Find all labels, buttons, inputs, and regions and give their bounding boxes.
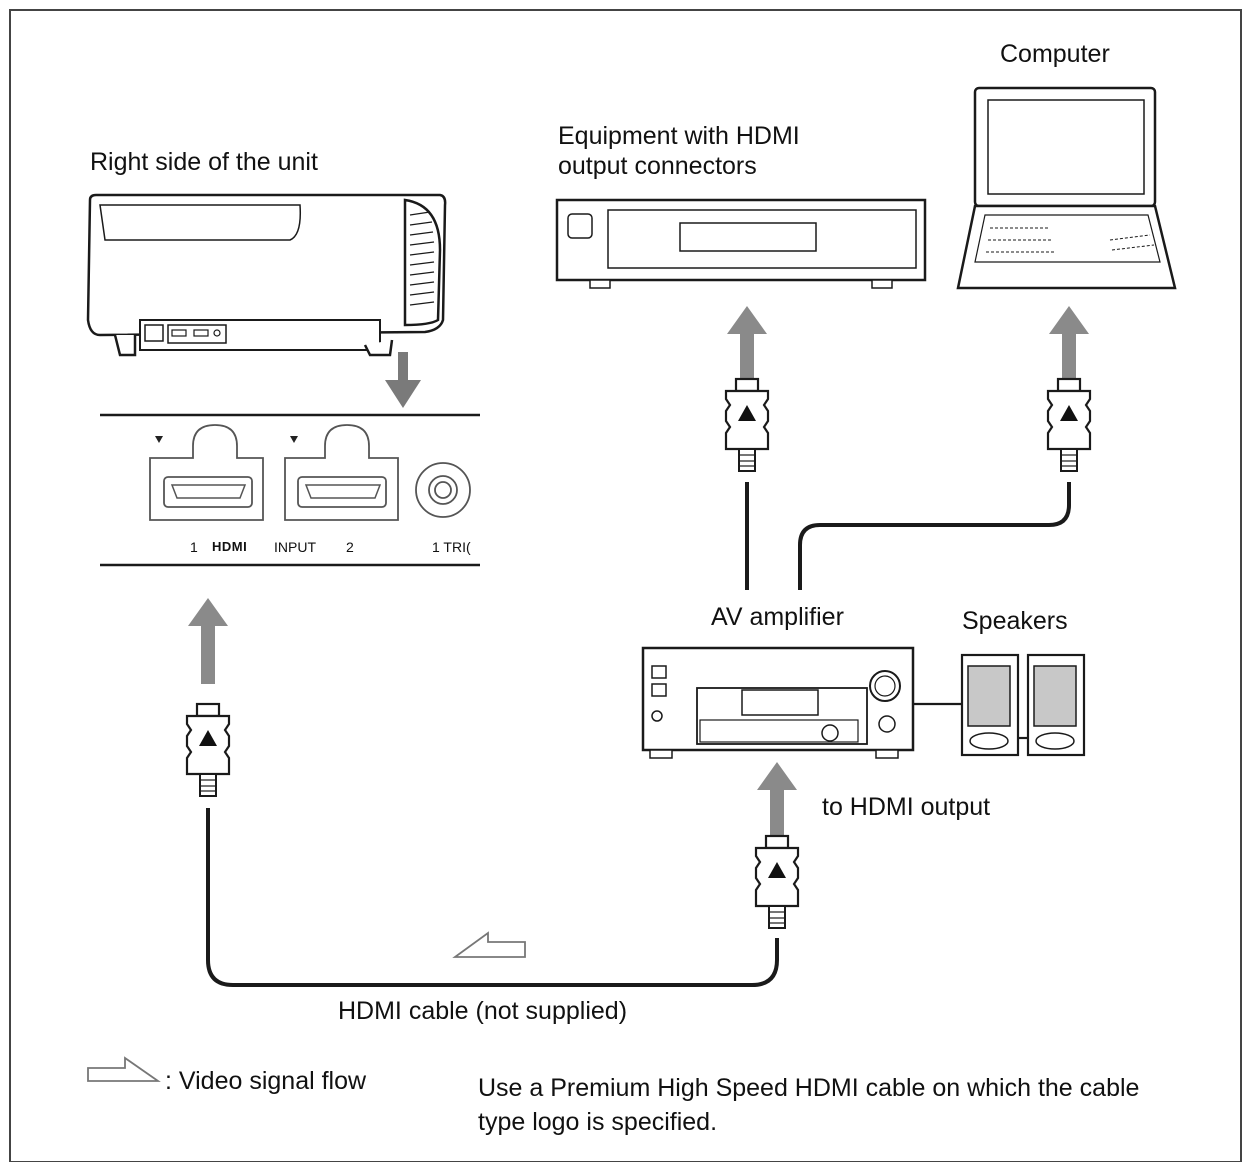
equipment-label-line1: Equipment with HDMI (558, 122, 800, 150)
note-line-1: Use a Premium High Speed HDMI cable on w… (478, 1074, 1139, 1102)
signal-arrow-to-projector (188, 598, 228, 684)
input-label: INPUT (274, 539, 316, 555)
hdmi-connector-computer (1046, 377, 1092, 473)
equipment-label-line2: output connectors (558, 152, 757, 180)
hdmi-cables (206, 482, 1071, 987)
speakers (913, 653, 1086, 757)
projector-label: Right side of the unit (90, 148, 318, 176)
panel-zoom-arrow (385, 352, 421, 408)
hdmi-source-equipment (555, 198, 927, 289)
trigger-label: 1 TRI( (432, 539, 471, 555)
legend-signal-flow-icon (87, 1056, 161, 1082)
port-2-number: 2 (346, 539, 354, 555)
computer-cable (798, 482, 1071, 590)
trigger-jack (415, 462, 471, 518)
speakers-label: Speakers (962, 607, 1068, 635)
av-amplifier-label: AV amplifier (711, 603, 844, 631)
hdmi-connector-projector (185, 702, 231, 798)
main-hdmi-cable (206, 808, 779, 987)
hdmi-connector-equipment (724, 377, 770, 473)
port-1-number: 1 (190, 539, 198, 555)
to-hdmi-output-label: to HDMI output (822, 793, 990, 821)
hdmi-cable-label: HDMI cable (not supplied) (338, 997, 627, 1025)
note-line-2: type logo is specified. (478, 1108, 717, 1136)
hdmi-input-panel: 1 HDMI INPUT 2 1 TRI( (100, 413, 480, 567)
laptop-computer (956, 86, 1177, 290)
projector-unit (86, 193, 447, 357)
av-amplifier (641, 646, 915, 759)
legend-label: : Video signal flow (165, 1067, 367, 1095)
video-signal-flow-arrow (452, 931, 526, 958)
hdmi-port-2 (284, 424, 399, 521)
hdmi-port-1 (149, 424, 264, 521)
diagram-frame (9, 9, 1242, 1162)
computer-label: Computer (1000, 40, 1110, 68)
hdmi-connector-amplifier (754, 834, 800, 930)
hdmi-logo: HDMI (212, 539, 247, 554)
